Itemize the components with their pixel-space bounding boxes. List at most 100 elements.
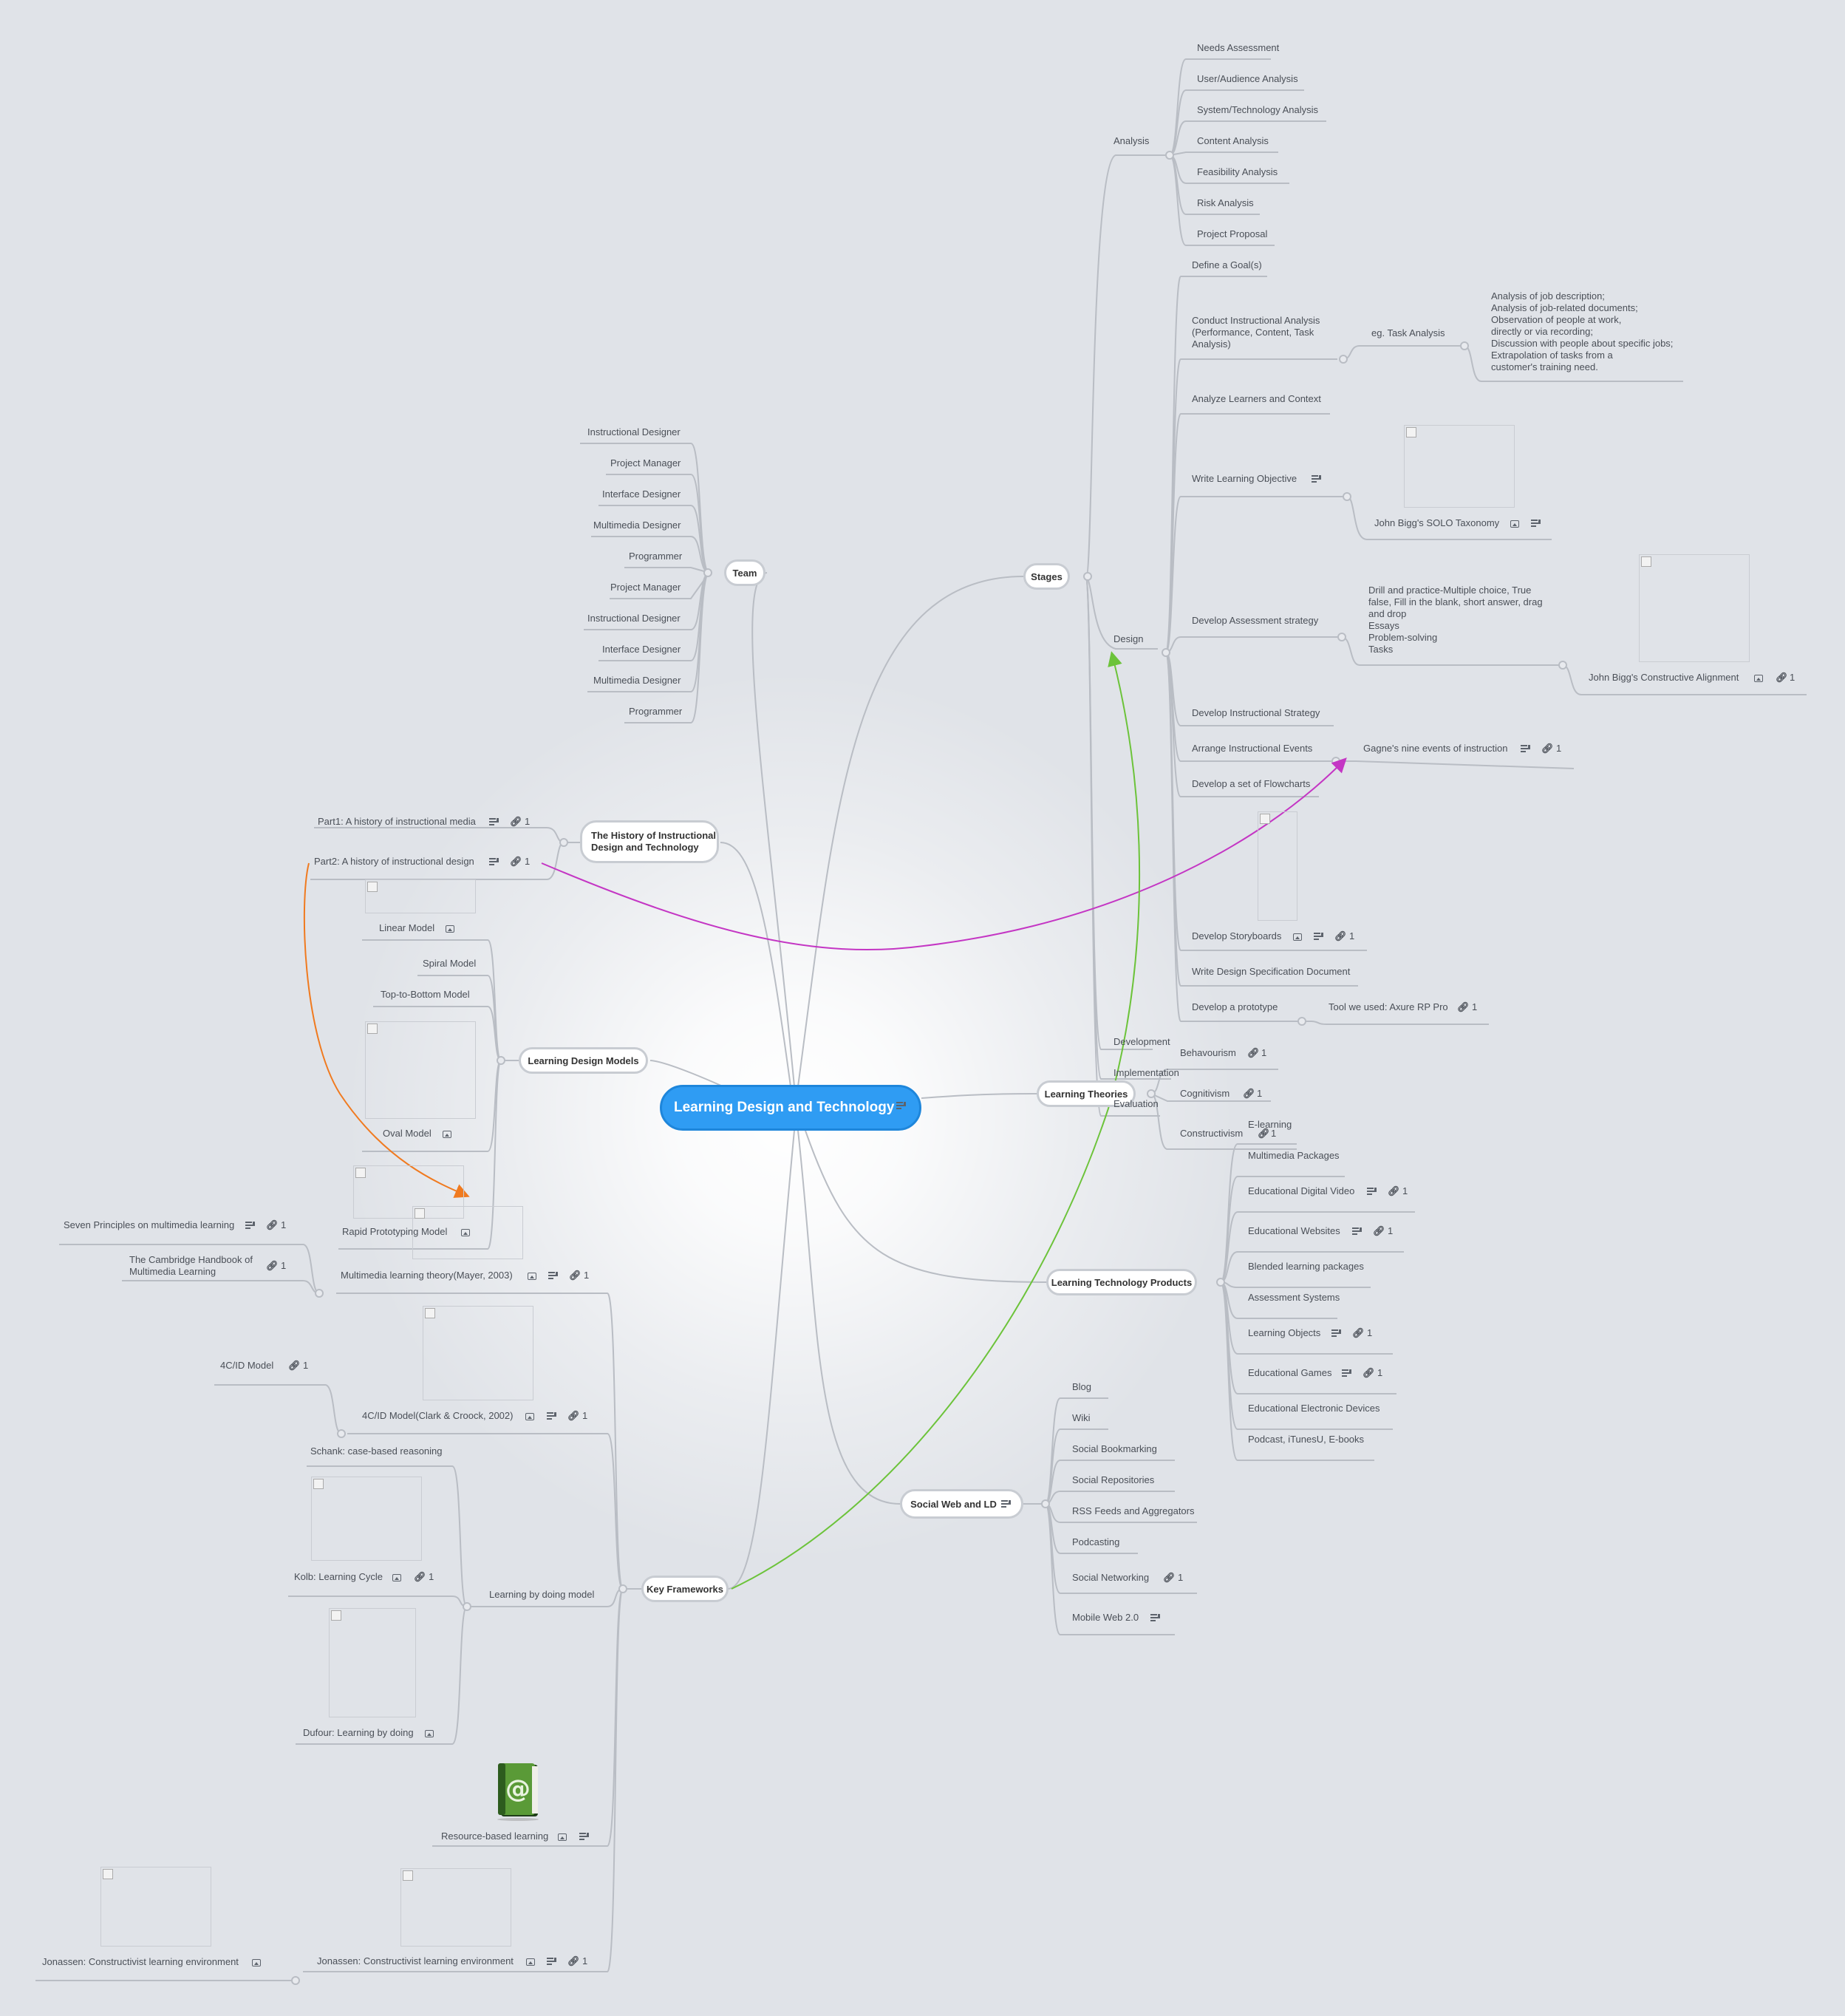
- note-icon[interactable]: [1331, 1329, 1341, 1338]
- image-icon[interactable]: [1754, 675, 1763, 682]
- development-label[interactable]: Development: [1114, 1036, 1170, 1047]
- branch-learning-design-models[interactable]: Learning Design Models: [519, 1047, 648, 1074]
- link-icon[interactable]: 🔗︎: [266, 1219, 279, 1230]
- cambridge-handbook[interactable]: The Cambridge Handbook of Multimedia Lea…: [129, 1254, 253, 1277]
- note-icon[interactable]: [579, 1833, 589, 1841]
- history-part1[interactable]: Part1: A history of instructional media: [318, 816, 476, 827]
- analysis-item[interactable]: Content Analysis: [1197, 135, 1269, 146]
- branch-learning-theories[interactable]: Learning Theories: [1037, 1080, 1136, 1107]
- mayer-theory[interactable]: Multimedia learning theory(Mayer, 2003): [341, 1270, 513, 1281]
- dufour-doing[interactable]: Dufour: Learning by doing: [303, 1727, 414, 1738]
- image-icon[interactable]: [1510, 520, 1519, 528]
- link-icon[interactable]: 🔗︎: [1388, 1185, 1400, 1196]
- theory-cognitivism[interactable]: Cognitivism: [1180, 1088, 1230, 1099]
- design-spec[interactable]: Write Design Specification Document: [1192, 966, 1351, 977]
- link-icon[interactable]: 🔗︎: [1258, 1128, 1270, 1139]
- rapid-prototyping-model[interactable]: Rapid Prototyping Model: [342, 1226, 448, 1237]
- link-icon[interactable]: 🔗︎: [510, 856, 522, 867]
- product-item[interactable]: Educational Websites: [1248, 1225, 1340, 1236]
- product-item[interactable]: Assessment Systems: [1248, 1292, 1340, 1303]
- write-objective[interactable]: Write Learning Objective: [1192, 473, 1297, 484]
- linear-model[interactable]: Linear Model: [379, 922, 435, 933]
- link-icon[interactable]: 🔗︎: [1363, 1367, 1375, 1378]
- branch-stages[interactable]: Stages: [1023, 563, 1070, 590]
- top-to-bottom-model[interactable]: Top-to-Bottom Model: [381, 989, 470, 1000]
- social-item[interactable]: Social Repositories: [1072, 1474, 1155, 1485]
- flowcharts[interactable]: Develop a set of Flowcharts: [1192, 778, 1311, 789]
- note-icon[interactable]: [489, 858, 499, 866]
- analysis-item[interactable]: System/Technology Analysis: [1197, 104, 1319, 115]
- link-icon[interactable]: 🔗︎: [1163, 1572, 1176, 1583]
- analysis-item[interactable]: User/Audience Analysis: [1197, 73, 1298, 84]
- product-item[interactable]: Multimedia Packages: [1248, 1150, 1340, 1161]
- link-icon[interactable]: 🔗︎: [1247, 1047, 1260, 1058]
- note-icon[interactable]: [245, 1222, 255, 1230]
- link-icon[interactable]: 🔗︎: [1457, 1001, 1470, 1012]
- image-icon[interactable]: [525, 1413, 534, 1420]
- product-item[interactable]: Learning Objects: [1248, 1327, 1321, 1338]
- analysis-item[interactable]: Feasibility Analysis: [1197, 166, 1278, 177]
- note-icon[interactable]: [1150, 1614, 1160, 1622]
- note-icon[interactable]: [896, 1102, 906, 1110]
- design-goal[interactable]: Define a Goal(s): [1192, 259, 1262, 270]
- analysis-item[interactable]: Project Proposal: [1197, 228, 1268, 239]
- history-part2[interactable]: Part2: A history of instructional design: [314, 856, 474, 867]
- link-icon[interactable]: 🔗︎: [1352, 1327, 1365, 1338]
- link-icon[interactable]: 🔗︎: [510, 816, 522, 827]
- jonassen-environment-2[interactable]: Jonassen: Constructivist learning enviro…: [42, 1956, 239, 1967]
- note-icon[interactable]: [548, 1272, 558, 1280]
- team-member[interactable]: Project Manager: [610, 582, 681, 593]
- branch-key-frameworks[interactable]: Key Frameworks: [641, 1576, 729, 1602]
- analysis-item[interactable]: Risk Analysis: [1197, 197, 1254, 208]
- spiral-model[interactable]: Spiral Model: [423, 958, 477, 969]
- assessment-detail[interactable]: Drill and practice-Multiple choice, True…: [1368, 585, 1543, 655]
- task-analysis-detail[interactable]: Analysis of job description; Analysis of…: [1491, 290, 1673, 373]
- instructional-events[interactable]: Arrange Instructional Events: [1192, 743, 1313, 754]
- branch-social-web[interactable]: Social Web and LD: [900, 1489, 1023, 1519]
- image-icon[interactable]: [1293, 933, 1302, 941]
- central-topic[interactable]: Learning Design and Technology: [660, 1085, 921, 1131]
- note-icon[interactable]: [1521, 745, 1530, 753]
- learning-by-doing-model[interactable]: Learning by doing model: [489, 1589, 595, 1600]
- social-item[interactable]: Social Networking: [1072, 1572, 1150, 1583]
- link-icon[interactable]: 🔗︎: [567, 1955, 580, 1966]
- analyze-learners[interactable]: Analyze Learners and Context: [1192, 393, 1321, 404]
- seven-principles[interactable]: Seven Principles on multimedia learning: [64, 1219, 235, 1230]
- social-item[interactable]: Blog: [1072, 1381, 1092, 1392]
- constructive-alignment[interactable]: John Bigg's Constructive Alignment: [1589, 672, 1739, 683]
- task-analysis[interactable]: eg. Task Analysis: [1371, 327, 1445, 338]
- image-icon[interactable]: [252, 1959, 261, 1966]
- social-item[interactable]: RSS Feeds and Aggregators: [1072, 1505, 1195, 1516]
- image-icon[interactable]: [461, 1229, 470, 1236]
- team-member[interactable]: Programmer: [629, 551, 683, 562]
- solo-taxonomy[interactable]: John Bigg's SOLO Taxonomy: [1374, 517, 1500, 528]
- team-member[interactable]: Multimedia Designer: [593, 520, 681, 531]
- product-item[interactable]: Educational Electronic Devices: [1248, 1403, 1380, 1414]
- note-icon[interactable]: [1352, 1227, 1362, 1236]
- social-item[interactable]: Social Bookmarking: [1072, 1443, 1157, 1454]
- schank-reasoning[interactable]: Schank: case-based reasoning: [310, 1445, 443, 1457]
- team-member[interactable]: Instructional Designer: [587, 613, 681, 624]
- design-instructional-analysis[interactable]: Conduct Instructional Analysis (Performa…: [1192, 315, 1320, 350]
- note-icon[interactable]: [547, 1412, 556, 1420]
- product-item[interactable]: Educational Games: [1248, 1367, 1332, 1378]
- link-icon[interactable]: 🔗︎: [1243, 1088, 1255, 1099]
- gagne-events[interactable]: Gagne's nine events of instruction: [1363, 743, 1508, 754]
- team-member[interactable]: Multimedia Designer: [593, 675, 681, 686]
- image-icon[interactable]: [528, 1273, 536, 1280]
- image-icon[interactable]: [443, 1131, 451, 1138]
- image-icon[interactable]: [425, 1730, 434, 1737]
- note-icon[interactable]: [1367, 1188, 1377, 1196]
- jonassen-environment[interactable]: Jonassen: Constructivist learning enviro…: [317, 1955, 514, 1966]
- note-icon[interactable]: [1001, 1500, 1011, 1508]
- instructional-strategy[interactable]: Develop Instructional Strategy: [1192, 707, 1320, 718]
- social-item[interactable]: Podcasting: [1072, 1536, 1120, 1547]
- link-icon[interactable]: 🔗︎: [414, 1571, 426, 1582]
- oval-model[interactable]: Oval Model: [383, 1128, 432, 1139]
- link-icon[interactable]: 🔗︎: [1541, 743, 1554, 754]
- branch-learning-technology-products[interactable]: Learning Technology Products: [1046, 1269, 1197, 1295]
- team-member[interactable]: Programmer: [629, 706, 683, 717]
- branch-team[interactable]: Team: [724, 559, 765, 586]
- product-item[interactable]: Blended learning packages: [1248, 1261, 1364, 1272]
- image-icon[interactable]: [526, 1958, 535, 1966]
